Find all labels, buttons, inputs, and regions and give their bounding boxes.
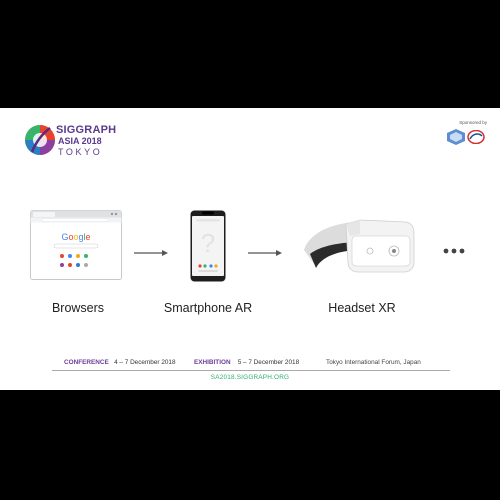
siggraph-asia-logo: SIGGRAPH ASIA 2018 TOKYO <box>22 120 117 160</box>
website-link[interactable]: SA2018.SIGGRAPH.ORG <box>210 374 290 381</box>
siggraph-swirl-icon <box>25 125 55 155</box>
label-browsers: Browsers <box>51 301 105 315</box>
arrow-right-icon <box>248 250 282 256</box>
conference-info: CONFERENCE 4 – 7 December 2018 <box>64 359 176 366</box>
label-smartphone-ar: Smartphone AR <box>163 301 253 315</box>
browser-window-image: Google <box>30 210 122 280</box>
logo-text-asia: ASIA 2018 <box>58 136 102 146</box>
exhibition-dates: 5 – 7 December 2018 <box>237 359 300 366</box>
vr-headset-image <box>304 219 415 273</box>
logo-text-city: TOKYO <box>58 147 103 157</box>
more-dots-icon <box>443 248 465 254</box>
exhibition-info: EXHIBITION 5 – 7 December 2018 <box>194 359 299 366</box>
exhibition-label: EXHIBITION <box>194 359 231 366</box>
smartphone-image: ? <box>190 210 226 282</box>
sponsor-label: Sponsored by <box>459 120 487 125</box>
svg-text:?: ? <box>201 228 215 258</box>
logo-text-siggraph: SIGGRAPH <box>56 124 117 136</box>
label-headset-xr: Headset XR <box>328 301 396 315</box>
browser-google-wordmark: Google <box>61 232 90 242</box>
conference-label: CONFERENCE <box>64 359 109 366</box>
sponsor-block: Sponsored by <box>437 120 487 156</box>
sponsor-badge-icon <box>447 129 465 145</box>
footer-divider <box>52 370 450 371</box>
sponsor-emblem-icon <box>467 130 485 144</box>
venue-info: Tokyo International Forum, Japan <box>326 359 421 366</box>
conference-dates: 4 – 7 December 2018 <box>114 359 176 366</box>
arrow-right-icon <box>134 250 168 256</box>
presentation-slide: SIGGRAPH ASIA 2018 TOKYO Sponsored by Go… <box>0 108 500 390</box>
